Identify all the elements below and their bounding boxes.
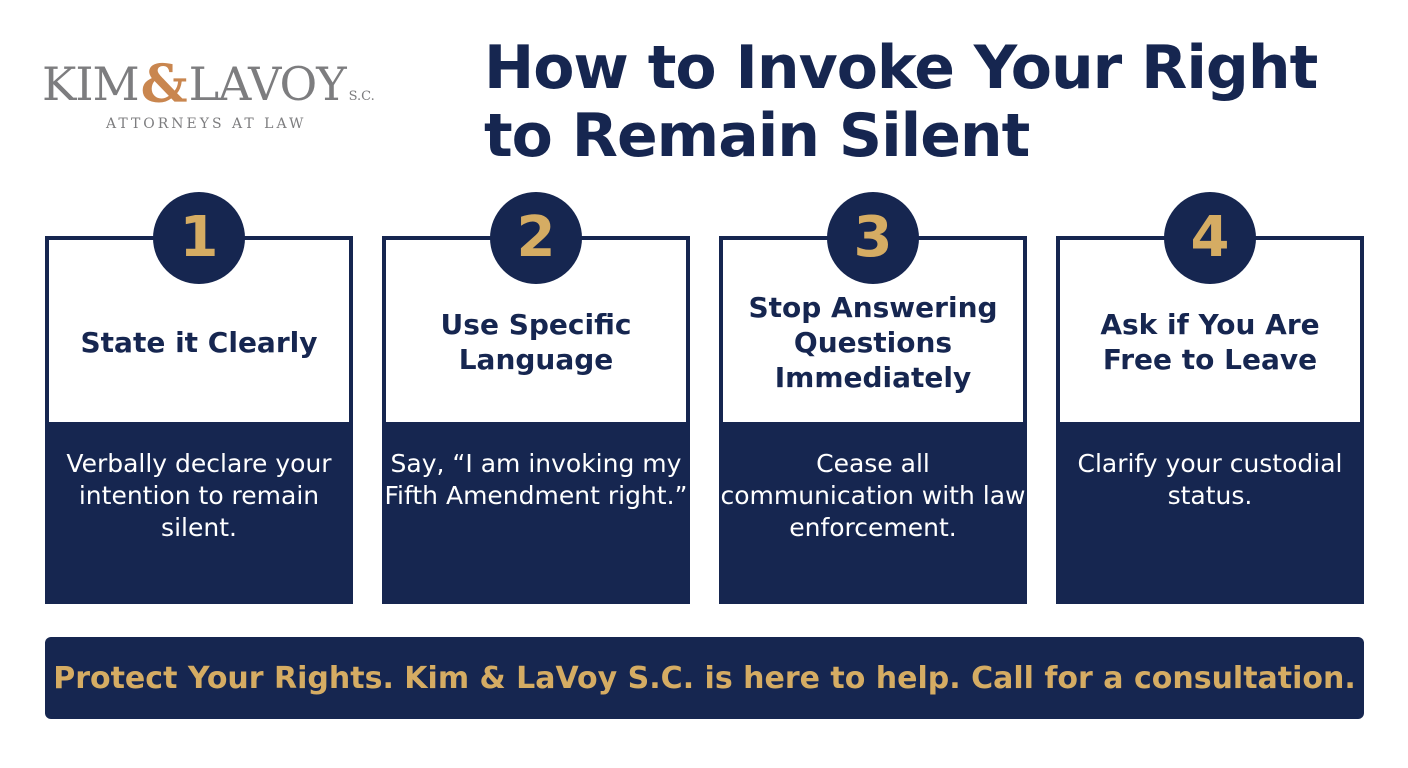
call-to-action-banner: Protect Your Rights. Kim & LaVoy S.C. is… bbox=[45, 637, 1364, 719]
step-number-badge: 3 bbox=[827, 192, 919, 284]
step-description: Clarify your custodial status. bbox=[1077, 449, 1343, 510]
step-heading: Stop Answering Questions Immediately bbox=[748, 290, 998, 394]
step-number-badge: 1 bbox=[153, 192, 245, 284]
step-number-badge: 2 bbox=[490, 192, 582, 284]
page-title: How to Invoke Your Right to Remain Silen… bbox=[484, 33, 1318, 171]
step-description-panel: Say, “I am invoking my Fifth Amendment r… bbox=[382, 422, 690, 604]
step-description-panel: Clarify your custodial status. bbox=[1056, 422, 1364, 604]
step-card-1: State it Clearly Verbally declare your i… bbox=[45, 192, 353, 604]
logo-suffix: S.C. bbox=[348, 89, 375, 104]
logo-name-left: KIM bbox=[42, 57, 140, 111]
step-card-4: Ask if You Are Free to Leave Clarify you… bbox=[1056, 192, 1364, 604]
step-card-3: Stop Answering Questions Immediately Cea… bbox=[719, 192, 1027, 604]
logo-ampersand: & bbox=[140, 54, 188, 115]
step-heading: State it Clearly bbox=[80, 325, 318, 359]
step-description-panel: Verbally declare your intention to remai… bbox=[45, 422, 353, 604]
step-description: Verbally declare your intention to remai… bbox=[66, 449, 332, 542]
step-description-panel: Cease all communication with law enforce… bbox=[719, 422, 1027, 604]
step-heading: Use Specific Language bbox=[440, 308, 632, 376]
step-description: Say, “I am invoking my Fifth Amendment r… bbox=[384, 449, 688, 510]
step-card-2: Use Specific Language Say, “I am invokin… bbox=[382, 192, 690, 604]
step-description: Cease all communication with law enforce… bbox=[720, 449, 1026, 542]
step-number-badge: 4 bbox=[1164, 192, 1256, 284]
banner-text: Protect Your Rights. Kim & LaVoy S.C. is… bbox=[53, 660, 1356, 696]
logo-name-right: LAVOY bbox=[188, 57, 347, 111]
step-heading: Ask if You Are Free to Leave bbox=[1100, 308, 1320, 376]
logo-tagline: ATTORNEYS AT LAW bbox=[106, 116, 307, 132]
